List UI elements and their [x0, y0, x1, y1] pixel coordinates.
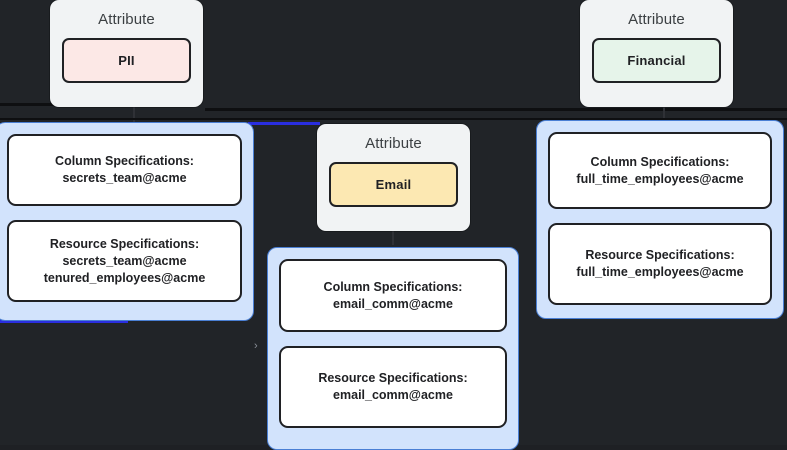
- spec-group-pii[interactable]: Column Specifications: secrets_team@acme…: [0, 122, 254, 321]
- spec-heading: Column Specifications:: [55, 154, 194, 168]
- edge-financial-to-group: [663, 106, 665, 120]
- edge-pii-to-group: [133, 106, 135, 122]
- spec-box-resource-specifications[interactable]: Resource Specifications: email_comm@acme: [279, 346, 507, 428]
- attribute-card-title: Attribute: [365, 135, 422, 152]
- collapse-chevron-icon[interactable]: ›: [254, 340, 258, 352]
- attribute-badge-financial[interactable]: Financial: [592, 38, 721, 83]
- edge-top-right-rail: [205, 108, 787, 111]
- spec-entry: email_comm@acme: [333, 388, 453, 402]
- spec-entry: secrets_team@acme: [62, 171, 187, 185]
- spec-entry: full_time_employees@acme: [576, 171, 744, 186]
- edge-mid-rail: [0, 118, 787, 120]
- spec-box-column-specifications[interactable]: Column Specifications: full_time_employe…: [548, 132, 772, 209]
- edge-highlight-bottom: [0, 320, 128, 323]
- spec-box-resource-specifications[interactable]: Resource Specifications: full_time_emplo…: [548, 223, 772, 305]
- spec-entry: secrets_team@acme: [62, 253, 187, 268]
- spec-heading: Column Specifications:: [323, 279, 463, 294]
- spec-box-column-specifications[interactable]: Column Specifications: secrets_team@acme: [7, 134, 242, 206]
- edge-email-to-group: [392, 231, 394, 245]
- spec-box-resource-specifications[interactable]: Resource Specifications: secrets_team@ac…: [7, 220, 242, 302]
- spec-entry: email_comm@acme: [333, 296, 453, 311]
- spec-heading: Column Specifications:: [590, 154, 730, 169]
- attribute-card-pii[interactable]: Attribute PII: [50, 0, 203, 107]
- spec-heading: Resource Specifications:: [585, 248, 735, 262]
- attribute-badge-pii[interactable]: PII: [62, 38, 191, 83]
- spec-box-column-specifications[interactable]: Column Specifications: email_comm@acme: [279, 259, 507, 332]
- attribute-badge-email[interactable]: Email: [329, 162, 458, 207]
- spec-entry: full_time_employees@acme: [576, 265, 744, 279]
- spec-group-financial[interactable]: Column Specifications: full_time_employe…: [536, 120, 784, 319]
- spec-heading: Resource Specifications:: [318, 371, 468, 385]
- edge-highlight-top: [248, 122, 320, 125]
- spec-group-email[interactable]: Column Specifications: email_comm@acme R…: [267, 247, 519, 450]
- attribute-card-financial[interactable]: Attribute Financial: [580, 0, 733, 107]
- attribute-card-title: Attribute: [98, 11, 155, 28]
- spec-entry: tenured_employees@acme: [43, 270, 206, 285]
- attribute-card-title: Attribute: [628, 11, 685, 28]
- spec-heading: Resource Specifications:: [49, 236, 200, 251]
- attribute-card-email[interactable]: Attribute Email: [317, 124, 470, 231]
